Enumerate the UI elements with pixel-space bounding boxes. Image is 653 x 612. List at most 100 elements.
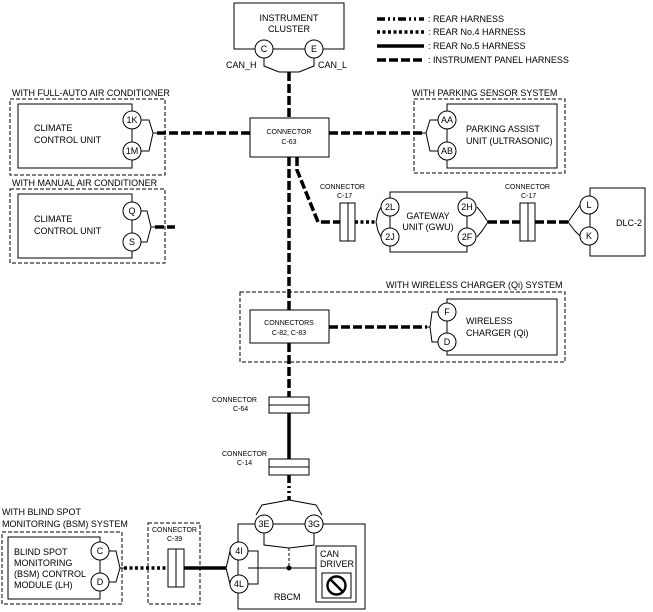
c14-label-1: CONNECTOR (222, 451, 267, 458)
connector-c64: CONNECTOR C-64 (212, 396, 310, 414)
pin-d-bsm-label: D (97, 577, 104, 587)
bsm-label-3: (BSM) CONTROL (14, 569, 86, 579)
wireless-group-label: WITH WIRELESS CHARGER (Qi) SYSTEM (386, 280, 563, 290)
pin-aa-label: AA (441, 115, 453, 125)
fullauto-climate-group: WITH FULL-AUTO AIR CONDITIONER CLIMATE C… (9, 88, 170, 176)
pin-c-bsm-label: C (97, 546, 104, 556)
fullauto-label-1: CLIMATE (34, 123, 72, 133)
legend-ip-text: : INSTRUMENT PANEL HARNESS (428, 55, 569, 65)
pin-3e-label: 3E (258, 519, 269, 529)
pin-1k (122, 110, 142, 130)
pin-2j (380, 227, 400, 247)
pin-l-dlc-label: L (586, 200, 591, 210)
pin-2l-label: 2L (385, 202, 395, 212)
pin-d-bsm (90, 572, 110, 592)
pin-c-bsm (90, 541, 110, 561)
manual-label-1: CLIMATE (34, 214, 72, 224)
c17a-label-2: C-17 (337, 193, 352, 200)
pin-f-wireless-label: F (444, 307, 450, 317)
parking-label-1: PARKING ASSIST (466, 124, 540, 134)
can-driver-label-1: CAN (320, 549, 339, 559)
pin-d-wireless (437, 332, 457, 352)
wire-c63-c17 (295, 157, 340, 224)
legend: : REAR HARNESS : REAR No.4 HARNESS : REA… (377, 14, 569, 65)
can-l-label: CAN_L (318, 60, 347, 70)
bsm-label-2: MONITORING (14, 558, 72, 568)
pin-ab-label: AB (441, 146, 453, 156)
pin-4i-label: 4I (235, 546, 243, 556)
c17b-label-1: CONNECTOR (505, 184, 550, 191)
pin-q-label: Q (128, 206, 135, 216)
cluster-label-1: INSTRUMENT (260, 13, 319, 23)
connector-c17-right: CONNECTOR C-17 (505, 184, 550, 242)
c14-label-2: C-14 (237, 460, 252, 467)
pin-f-wireless (437, 302, 457, 322)
wires (124, 72, 568, 570)
fullauto-group-label: WITH FULL-AUTO AIR CONDITIONER (12, 88, 170, 98)
c63-label-1: CONNECTOR (267, 129, 312, 136)
pin-2h-label: 2H (461, 202, 473, 212)
rbcm-label: RBCM (274, 592, 301, 602)
connector-c63: CONNECTOR C-63 (249, 117, 330, 158)
pin-3e (254, 514, 274, 534)
pin-1k-label: 1K (126, 115, 137, 125)
pin-l-dlc (579, 195, 599, 215)
bsm-group: WITH BLIND SPOT MONITORING (BSM) SYSTEM … (1, 507, 201, 605)
c17b-label-2: C-17 (521, 193, 536, 200)
pin-2l (380, 197, 400, 217)
legend-rear-text: : REAR HARNESS (428, 14, 504, 24)
legend-no4-text: : REAR No.4 HARNESS (428, 27, 526, 37)
bsm-group-label-1: WITH BLIND SPOT (2, 507, 82, 517)
pin-d-wireless-label: D (444, 337, 451, 347)
pin-2f-label: 2F (462, 232, 473, 242)
c82-label-1: CONNECTORS (264, 320, 314, 327)
pin-2h (457, 197, 477, 217)
can-h-label: CAN_H (226, 60, 257, 70)
pin-c-cluster (254, 39, 274, 59)
can-driver-label-2: DRIVER (320, 559, 355, 569)
c64-label-2: C-64 (233, 406, 248, 413)
pin-q (122, 201, 142, 221)
pin-k-dlc (579, 226, 599, 246)
pin-1m-label: 1M (126, 146, 139, 156)
instrument-cluster: INSTRUMENT CLUSTER C E CAN_H CAN_L (226, 2, 347, 73)
pin-s (122, 232, 142, 252)
prohibited-icon (326, 575, 347, 596)
gateway-unit: GATEWAY UNIT (GWU) 2L 2J 2H 2F (375, 191, 489, 253)
parking-label-2: UNIT (ULTRASONIC) (466, 136, 553, 146)
wireless-group: WITH WIRELESS CHARGER (Qi) SYSTEM CONNEC… (239, 280, 566, 363)
c39-label-2: C-39 (167, 536, 182, 543)
dlc-label: DLC-2 (616, 218, 642, 228)
rbcm-junction-dot (286, 565, 292, 571)
connector-c39: CONNECTOR C-39 (152, 527, 197, 588)
pin-e-cluster-label: E (311, 44, 317, 54)
c17a-label-1: CONNECTOR (320, 184, 365, 191)
fullauto-label-2: CONTROL UNIT (34, 135, 102, 145)
pin-1m (122, 141, 142, 161)
wireless-label-1: WIRELESS (466, 316, 513, 326)
manual-group-label: WITH MANUAL AIR CONDITIONER (12, 178, 158, 188)
manual-climate-group: WITH MANUAL AIR CONDITIONER CLIMATE CONT… (9, 178, 166, 264)
pin-3g-label: 3G (308, 519, 320, 529)
pin-aa (437, 110, 457, 130)
bsm-group-label-2: MONITORING (BSM) SYSTEM (2, 519, 128, 529)
pin-4l-label: 4L (234, 579, 244, 589)
bsm-label-1: BLIND SPOT (14, 547, 68, 557)
connector-c14: CONNECTOR C-14 (222, 451, 310, 476)
gateway-label-2: UNIT (GWU) (402, 222, 453, 232)
pin-s-label: S (129, 237, 135, 247)
pin-2f (457, 227, 477, 247)
manual-label-2: CONTROL UNIT (34, 226, 102, 236)
c64-label-1: CONNECTOR (212, 397, 257, 404)
bsm-label-4: MODULE (LH) (14, 580, 73, 590)
pin-4l (229, 574, 249, 594)
rbcm: 3E 3G 4I 4L CAN DRIVER RBCM (225, 499, 366, 610)
dlc-2: DLC-2 L K (567, 187, 646, 257)
pin-3g (304, 514, 324, 534)
cluster-label-2: CLUSTER (268, 24, 311, 34)
pin-2j-label: 2J (385, 232, 395, 242)
parking-group-label: WITH PARKING SENSOR SYSTEM (412, 88, 557, 98)
gateway-label-1: GATEWAY (406, 211, 449, 221)
c63-label-2: C-63 (281, 139, 296, 146)
